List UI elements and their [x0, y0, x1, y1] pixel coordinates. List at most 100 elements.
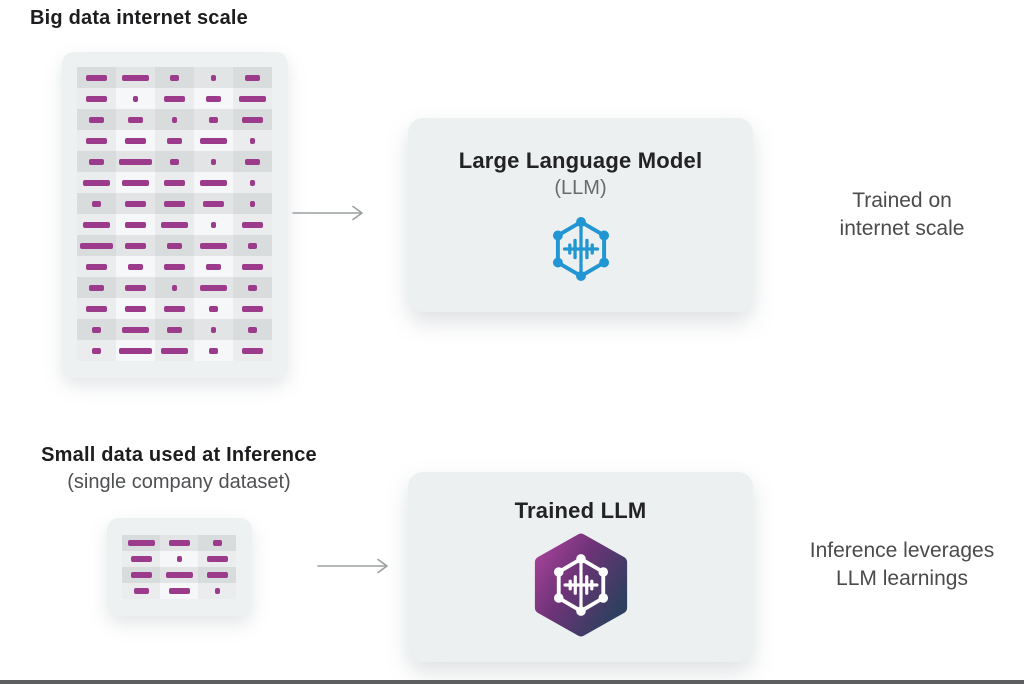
llm-card-title: Large Language Model: [458, 148, 703, 173]
arrow-right-icon: [317, 558, 388, 574]
data-dash: [164, 305, 185, 312]
table-cell: [77, 298, 116, 319]
table-cell: [155, 67, 194, 88]
data-dash: [130, 556, 152, 562]
table-cell: [194, 193, 233, 214]
data-dash: [245, 158, 260, 165]
data-dash: [161, 347, 188, 354]
table-cell: [194, 277, 233, 298]
data-dash: [248, 326, 257, 333]
data-dash: [245, 74, 260, 81]
table-cell: [160, 583, 198, 599]
data-dash: [167, 137, 182, 144]
table-cell: [122, 583, 160, 599]
table-cell: [155, 319, 194, 340]
data-dash: [83, 179, 110, 186]
table-cell: [116, 214, 155, 235]
table-cell: [155, 340, 194, 361]
trained-llm-card-title: Trained LLM: [514, 498, 647, 523]
data-dash: [92, 326, 101, 333]
table-cell: [116, 172, 155, 193]
arrow-right-icon: [292, 205, 363, 221]
data-dash: [125, 137, 146, 144]
llm-card: Large Language Model (LLM): [408, 118, 753, 312]
data-dash: [125, 221, 146, 228]
table-cell: [233, 277, 272, 298]
table-cell: [155, 235, 194, 256]
data-dash: [161, 221, 188, 228]
table-cell: [116, 109, 155, 130]
table-cell: [233, 67, 272, 88]
table-cell: [194, 172, 233, 193]
data-dash: [127, 540, 155, 546]
table-cell: [116, 340, 155, 361]
table-cell: [233, 298, 272, 319]
table-cell: [194, 340, 233, 361]
data-dash: [209, 305, 218, 312]
table-cell: [198, 583, 236, 599]
data-dash: [122, 326, 149, 333]
table-cell: [233, 214, 272, 235]
table-cell: [155, 172, 194, 193]
table-cell: [116, 277, 155, 298]
data-dash: [80, 242, 113, 249]
table-cell: [122, 567, 160, 583]
data-dash: [92, 347, 101, 354]
table-cell: [160, 535, 198, 551]
table-cell: [77, 319, 116, 340]
table-cell: [160, 551, 198, 567]
table-cell: [116, 130, 155, 151]
data-dash: [168, 540, 190, 546]
data-dash: [200, 179, 227, 186]
table-cell: [194, 256, 233, 277]
data-dash: [86, 74, 107, 81]
data-dash: [242, 116, 263, 123]
table-cell: [116, 319, 155, 340]
data-dash: [248, 284, 257, 291]
table-cell: [233, 235, 272, 256]
table-cell: [77, 172, 116, 193]
data-dash: [170, 74, 179, 81]
trained-network-hexagon-icon: [528, 532, 634, 638]
data-dash: [203, 200, 224, 207]
table-cell: [77, 88, 116, 109]
data-dash: [164, 263, 185, 270]
table-cell: [116, 88, 155, 109]
big-data-table-card: [62, 52, 288, 378]
table-cell: [194, 235, 233, 256]
table-cell: [155, 256, 194, 277]
table-cell: [194, 151, 233, 172]
table-cell: [155, 88, 194, 109]
data-dash: [119, 347, 152, 354]
data-dash: [209, 347, 218, 354]
data-dash: [176, 556, 182, 562]
data-dash: [133, 588, 149, 594]
data-dash: [128, 116, 143, 123]
table-cell: [122, 551, 160, 567]
bottom-rule: [0, 680, 1024, 684]
data-dash: [164, 200, 185, 207]
table-cell: [77, 214, 116, 235]
data-dash: [164, 179, 185, 186]
table-cell: [198, 535, 236, 551]
data-dash: [209, 116, 218, 123]
data-dash: [242, 305, 263, 312]
data-dash: [214, 588, 220, 594]
data-dash: [133, 95, 138, 102]
data-dash: [125, 200, 146, 207]
table-cell: [233, 88, 272, 109]
annotation-inference: Inference leverages LLM learnings: [809, 539, 995, 590]
data-dash: [86, 137, 107, 144]
data-dash: [89, 116, 104, 123]
data-dash: [168, 588, 190, 594]
data-dash: [206, 263, 221, 270]
data-dash: [92, 200, 101, 207]
table-cell: [122, 535, 160, 551]
table-cell: [233, 130, 272, 151]
data-dash: [248, 242, 257, 249]
data-dash: [83, 221, 110, 228]
data-dash: [242, 347, 263, 354]
table-cell: [77, 235, 116, 256]
data-dash: [172, 116, 177, 123]
